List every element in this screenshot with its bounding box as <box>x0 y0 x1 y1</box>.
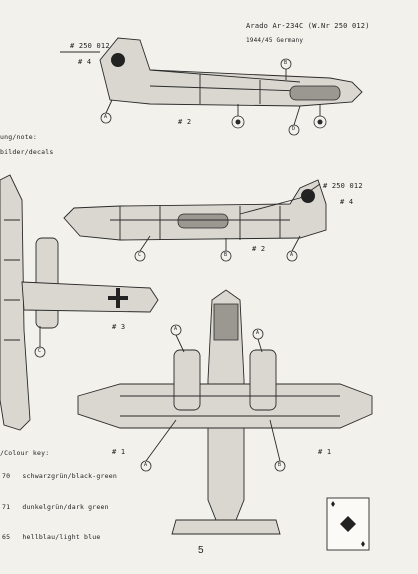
side-view-middle <box>63 179 327 241</box>
colour-key-item-71: 71 dunkelgrün/dark green <box>2 503 109 511</box>
callout-d: D <box>292 126 296 132</box>
callouts <box>34 58 301 472</box>
top-view-main <box>77 289 373 535</box>
callout-a: A <box>104 114 108 120</box>
callout-a: A <box>174 326 178 332</box>
colour-key-item-70: 70 schwarzgrün/black-green <box>2 472 117 480</box>
decals-heading: bilder/decals <box>0 148 54 156</box>
balkenkreuz-marking <box>108 288 128 308</box>
marking-3: # 3 <box>112 323 126 331</box>
callout-b: B <box>224 252 228 258</box>
colour-key-item-65: 65 hellblau/light blue <box>2 533 101 541</box>
page-number: 5 <box>198 545 204 556</box>
colour-key-text: schwarzgrün/black-green <box>22 472 117 480</box>
page-title: Arado Ar-234C (W.Nr 250 012) <box>246 22 370 30</box>
callout-c: C <box>138 252 142 258</box>
marking-4-mid: # 4 <box>340 198 354 206</box>
notes-heading: ung/note: <box>0 133 38 141</box>
diamond-playing-card-icon <box>326 497 370 551</box>
colour-key-text: dunkelgrün/dark green <box>22 503 109 511</box>
callout-b: B <box>284 60 288 66</box>
callout-a: A <box>290 252 294 258</box>
colour-key-text: hellblau/light blue <box>22 533 101 541</box>
top-view-partial <box>0 174 159 431</box>
marking-1-left: # 1 <box>112 448 126 456</box>
wnr-label-mid: # 250 012 <box>323 182 363 190</box>
marking-2-top: # 2 <box>178 118 192 126</box>
callout-c: C <box>38 348 42 354</box>
marking-1-right: # 1 <box>318 448 332 456</box>
marking-2-mid: # 2 <box>252 245 266 253</box>
callout-a: A <box>256 330 260 336</box>
callout-b: B <box>278 462 282 468</box>
wnr-label-top: # 250 012 <box>70 42 110 50</box>
marking-4-top: # 4 <box>78 58 92 66</box>
colour-key-code: 71 <box>2 503 11 511</box>
fuselage-cross-marking <box>301 189 315 203</box>
page-subtitle: 1944/45 Germany <box>246 37 304 44</box>
colour-key-heading: /Colour key: <box>0 449 50 457</box>
fuselage-cross-marking <box>111 53 125 67</box>
side-view-top <box>60 37 363 129</box>
colour-key-code: 65 <box>2 533 11 541</box>
callout-a: A <box>144 462 148 468</box>
colour-key-code: 70 <box>2 472 11 480</box>
